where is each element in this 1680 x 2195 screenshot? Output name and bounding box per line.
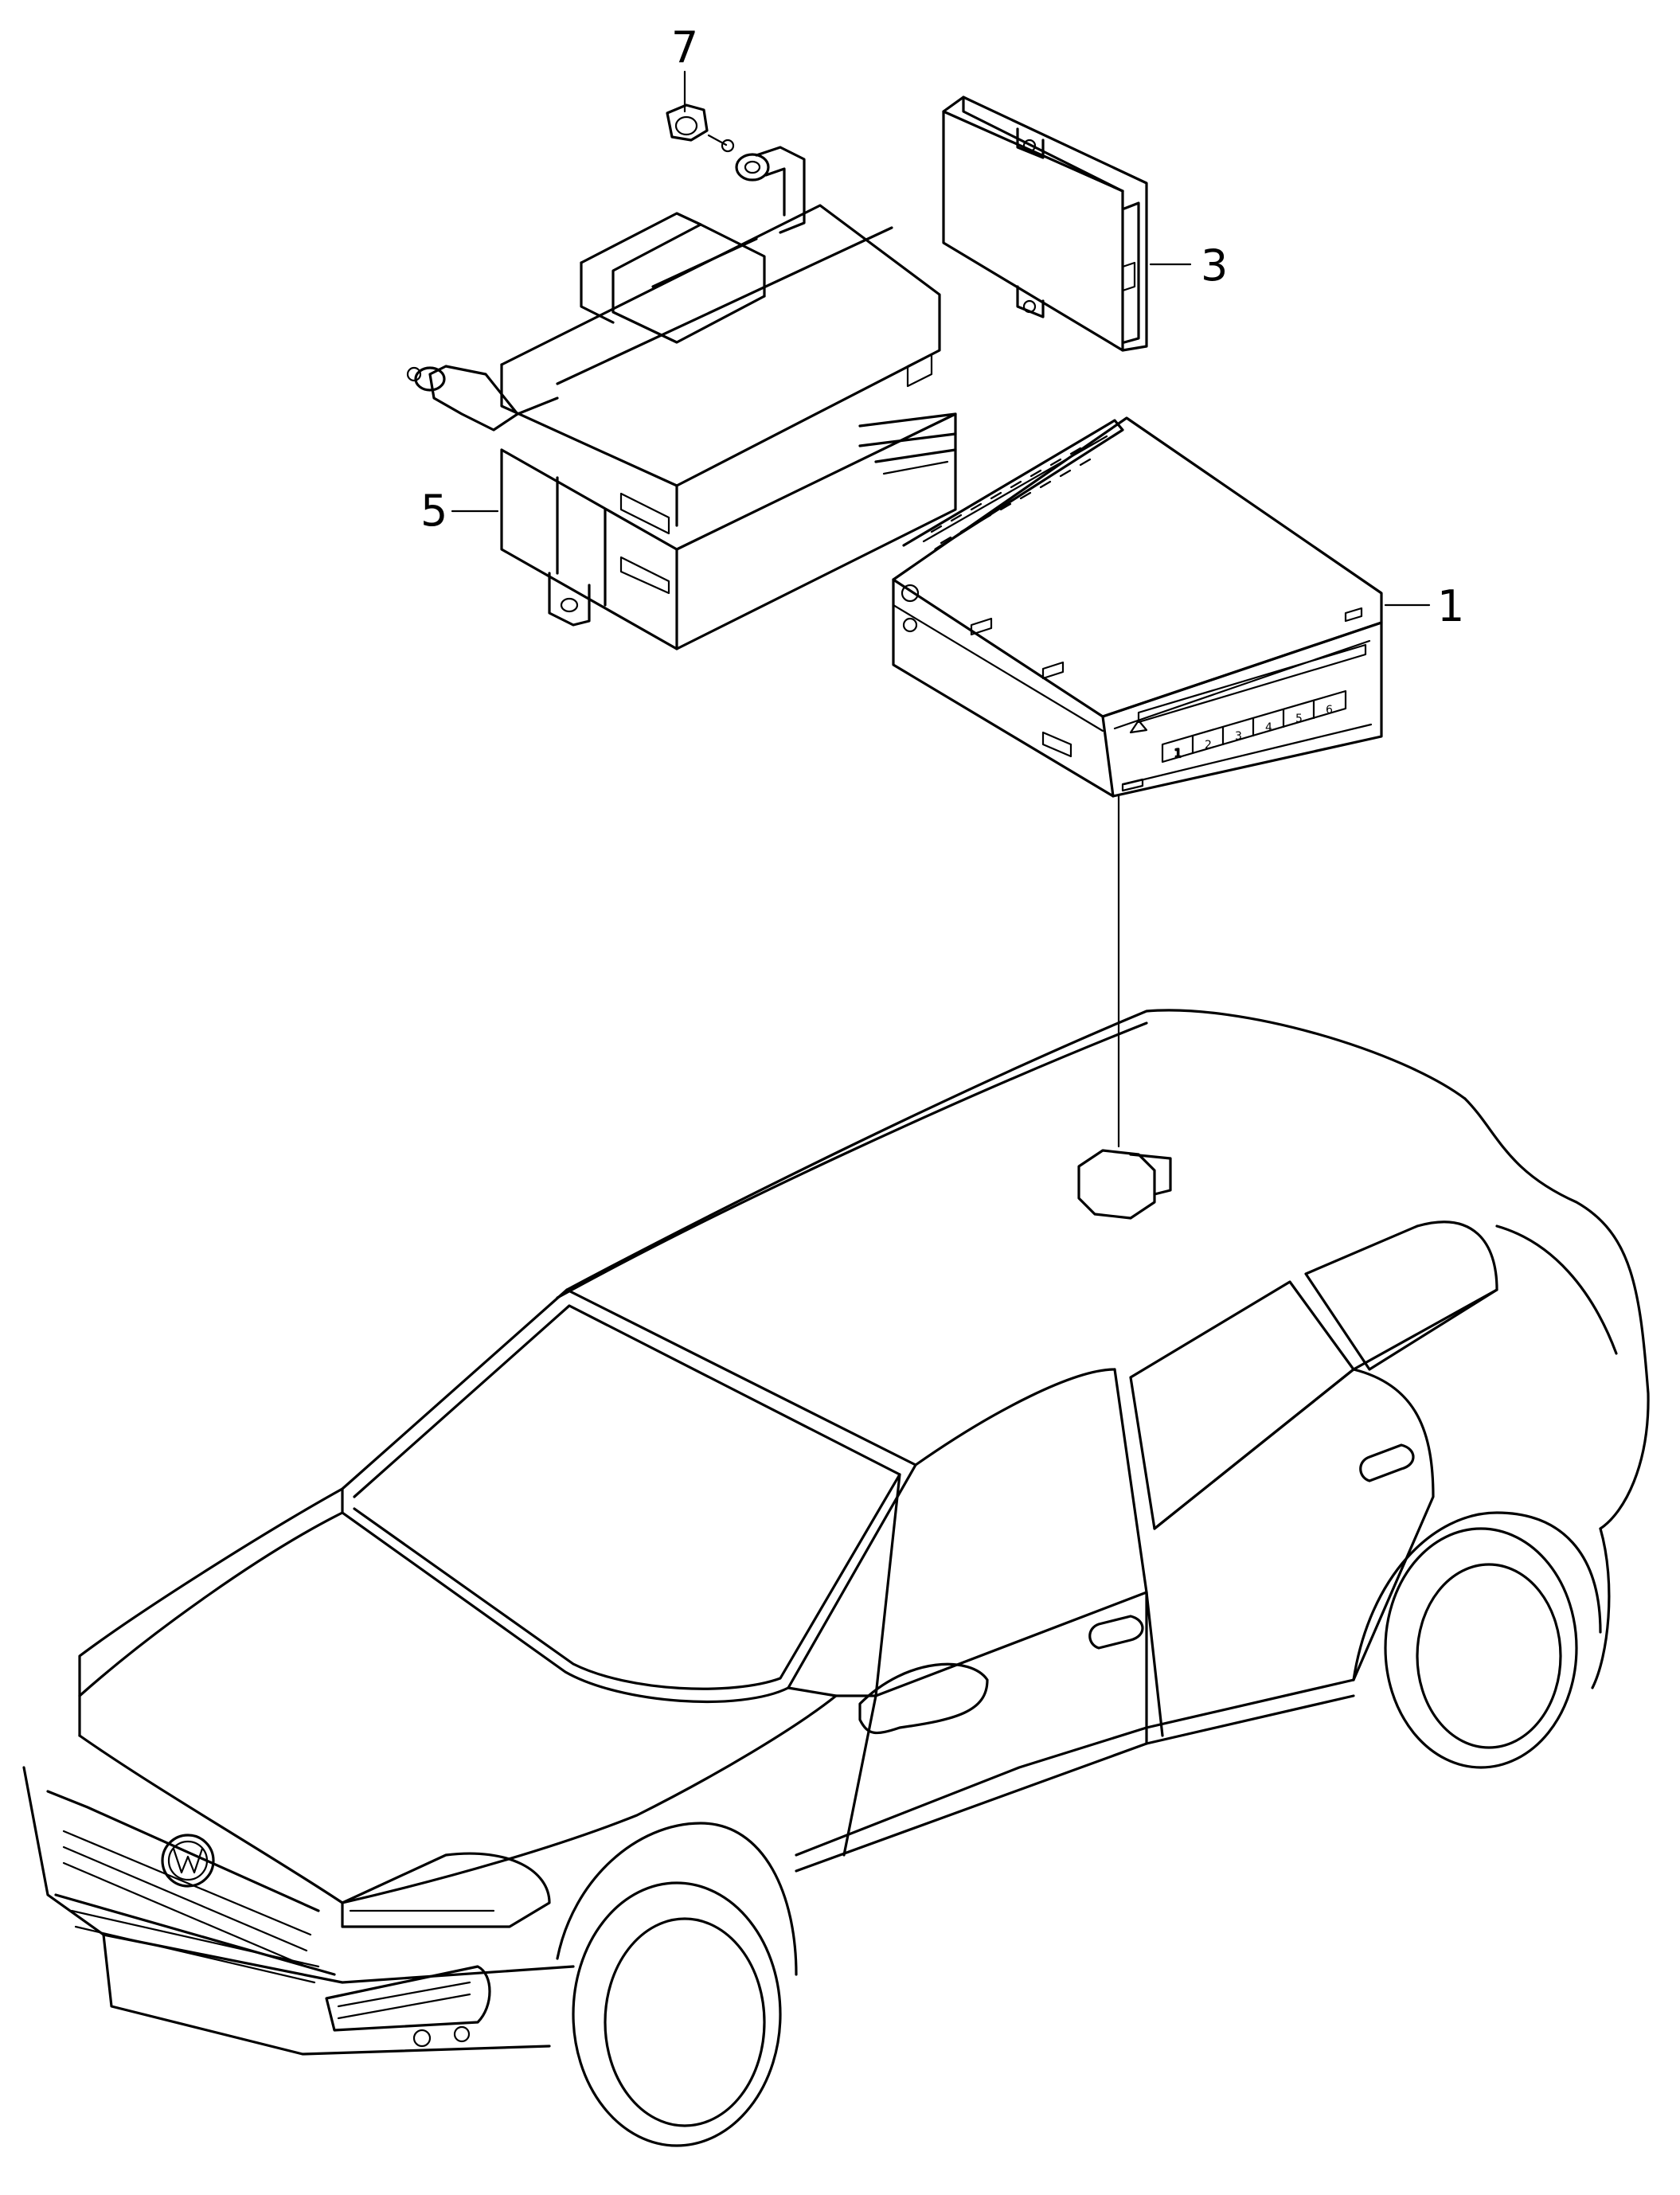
callout-1-label: 1 <box>1437 581 1464 631</box>
callout-1[interactable]: 1 <box>1384 581 1464 631</box>
callout-5-label: 5 <box>420 486 447 536</box>
part-7-nut[interactable] <box>666 104 735 153</box>
preset-button-6[interactable]: 6 <box>1326 704 1333 717</box>
preset-button-2[interactable]: 2 <box>1205 739 1212 752</box>
part-3-control-module[interactable] <box>942 96 1148 352</box>
part-1-radio-unit[interactable]: 1 2 3 4 5 6 <box>892 416 1383 798</box>
preset-button-row: 1 2 3 4 5 6 <box>1161 689 1347 764</box>
callout-3[interactable]: 3 <box>1149 240 1228 291</box>
preset-button-3[interactable]: 3 <box>1235 730 1242 743</box>
part-5-bracket[interactable] <box>406 146 957 650</box>
callout-3-label: 3 <box>1201 240 1228 291</box>
vehicle-outline <box>22 1009 1650 2147</box>
preset-button-5[interactable]: 5 <box>1295 713 1303 725</box>
media-icon <box>1344 607 1363 623</box>
vw-logo-icon <box>161 1834 215 1888</box>
preset-button-4[interactable]: 4 <box>1265 721 1272 734</box>
unit-location-marker <box>1077 1149 1172 1220</box>
eject-icon[interactable] <box>1129 719 1148 734</box>
callout-7-label: 7 <box>671 22 698 72</box>
callout-5[interactable]: 5 <box>420 486 499 536</box>
preset-button-1[interactable]: 1 <box>1174 747 1182 761</box>
callout-7[interactable]: 7 <box>671 22 698 113</box>
connector-pins <box>930 447 1092 545</box>
